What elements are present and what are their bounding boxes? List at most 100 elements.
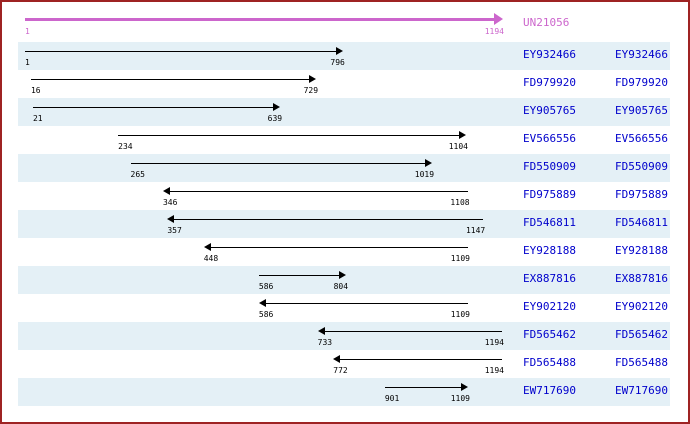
hsp-end-coordinate: 1147: [465, 226, 486, 235]
hit-row[interactable]: 901 1109 EW717690 EW717690: [2, 378, 688, 406]
hit-accession-link[interactable]: EX887816: [523, 272, 576, 285]
hsp-bar[interactable]: [264, 303, 468, 304]
right-arrow-icon: [339, 271, 347, 279]
hsp-end-coordinate: 729: [303, 86, 319, 95]
hit-accession-link[interactable]: EY932466: [523, 48, 576, 61]
hsp-end-coordinate: 639: [267, 114, 283, 123]
hit-accession-description[interactable]: EY902120: [615, 300, 668, 313]
hit-accession-link[interactable]: FD979920: [523, 76, 576, 89]
hsp-bar[interactable]: [30, 79, 311, 80]
hsp-end-coordinate: 1109: [450, 394, 470, 403]
hsp-bar[interactable]: [384, 387, 462, 388]
hsp-bar[interactable]: [25, 51, 337, 52]
right-arrow-icon: [273, 103, 281, 111]
hit-accession-description[interactable]: FD979920: [615, 76, 668, 89]
left-arrow-icon: [162, 187, 170, 195]
hit-row[interactable]: 1 796 EY932466 EY932466: [2, 42, 688, 70]
hit-accession-description[interactable]: FD546811: [615, 216, 668, 229]
left-arrow-icon: [258, 299, 266, 307]
query-reference-row: 1 1194 UN21056: [2, 10, 688, 38]
left-arrow-icon: [203, 243, 211, 251]
hsp-start-coordinate: 16: [30, 86, 41, 95]
hit-row[interactable]: 21 639 EY905765 EY905765: [2, 98, 688, 126]
query-bar: [25, 18, 495, 21]
hsp-bar[interactable]: [118, 135, 460, 136]
hsp-start-coordinate: 21: [32, 114, 43, 123]
hsp-end-coordinate: 1194: [484, 366, 504, 375]
right-arrow-icon: [459, 131, 466, 139]
right-arrow-icon: [309, 75, 317, 83]
hsp-bar[interactable]: [32, 107, 275, 108]
right-arrow-icon: [494, 13, 503, 25]
hsp-bar[interactable]: [339, 359, 502, 360]
left-arrow-icon: [333, 355, 341, 363]
left-arrow-icon: [317, 327, 325, 335]
hit-accession-description[interactable]: EY928188: [615, 244, 668, 257]
right-arrow-icon: [461, 383, 468, 391]
hsp-start-coordinate: 1: [25, 58, 30, 67]
row-band: [18, 378, 670, 406]
hit-row[interactable]: 16 729 FD979920 FD979920: [2, 70, 688, 98]
hsp-start-coordinate: 346: [162, 198, 178, 207]
hsp-end-coordinate: 1019: [414, 170, 435, 179]
hit-accession-description[interactable]: FD550909: [615, 160, 668, 173]
hsp-end-coordinate: 804: [333, 282, 349, 291]
hit-accession-description[interactable]: EX887816: [615, 272, 668, 285]
right-arrow-icon: [335, 47, 343, 55]
hit-row[interactable]: 772 1194 FD565488 FD565488: [2, 350, 688, 378]
hsp-start-coordinate: 772: [333, 366, 348, 375]
hit-row[interactable]: 265 1019 FD550909 FD550909: [2, 154, 688, 182]
row-band: [18, 154, 670, 182]
row-band: [18, 42, 670, 70]
hsp-bar[interactable]: [323, 331, 502, 332]
hit-accession-description[interactable]: FD565488: [615, 356, 668, 369]
hit-accession-link[interactable]: FD565488: [523, 356, 576, 369]
hit-accession-link[interactable]: EY902120: [523, 300, 576, 313]
hit-accession-description[interactable]: FD975889: [615, 188, 668, 201]
hsp-end-coordinate: 796: [330, 58, 345, 67]
row-band: [18, 322, 670, 350]
hsp-start-coordinate: 901: [384, 394, 400, 403]
hsp-start-coordinate: 265: [130, 170, 145, 179]
hsp-bar[interactable]: [209, 247, 468, 248]
hit-row[interactable]: 586 804 EX887816 EX887816: [2, 266, 688, 294]
hsp-start-coordinate: 234: [118, 142, 133, 151]
hsp-end-coordinate: 1109: [450, 254, 470, 263]
row-band: [18, 98, 670, 126]
hit-accession-link[interactable]: FD550909: [523, 160, 576, 173]
hit-accession-description[interactable]: EY905765: [615, 104, 668, 117]
hit-accession-description[interactable]: EY932466: [615, 48, 668, 61]
hsp-bar[interactable]: [168, 191, 468, 192]
hit-row[interactable]: 234 1104 EV566556 EV566556: [2, 126, 688, 154]
hsp-end-coordinate: 1108: [450, 198, 470, 207]
query-name-label: UN21056: [523, 16, 570, 29]
hit-accession-link[interactable]: EW717690: [523, 384, 576, 397]
hsp-start-coordinate: 448: [203, 254, 219, 263]
query-start-coordinate: 1: [25, 27, 30, 36]
hsp-end-coordinate: 1109: [450, 310, 470, 319]
hit-accession-description[interactable]: EV566556: [615, 132, 668, 145]
hit-row[interactable]: 448 1109 EY928188 EY928188: [2, 238, 688, 266]
hsp-bar[interactable]: [130, 163, 427, 164]
hit-accession-link[interactable]: EY928188: [523, 244, 576, 257]
hsp-start-coordinate: 586: [258, 282, 274, 291]
hit-accession-link[interactable]: FD975889: [523, 188, 576, 201]
hit-accession-description[interactable]: FD565462: [615, 328, 668, 341]
hit-accession-description[interactable]: EW717690: [615, 384, 668, 397]
hit-accession-link[interactable]: EV566556: [523, 132, 576, 145]
hsp-end-coordinate: 1104: [448, 142, 468, 151]
hit-row[interactable]: 346 1108 FD975889 FD975889: [2, 182, 688, 210]
hsp-bar[interactable]: [173, 219, 484, 220]
hit-accession-link[interactable]: FD546811: [523, 216, 576, 229]
hit-accession-link[interactable]: FD565462: [523, 328, 576, 341]
hit-accession-link[interactable]: EY905765: [523, 104, 576, 117]
right-arrow-icon: [425, 159, 433, 167]
hsp-end-coordinate: 1194: [484, 338, 504, 347]
query-end-coordinate: 1194: [484, 27, 504, 36]
hsp-bar[interactable]: [258, 275, 341, 276]
row-band: [18, 266, 670, 294]
